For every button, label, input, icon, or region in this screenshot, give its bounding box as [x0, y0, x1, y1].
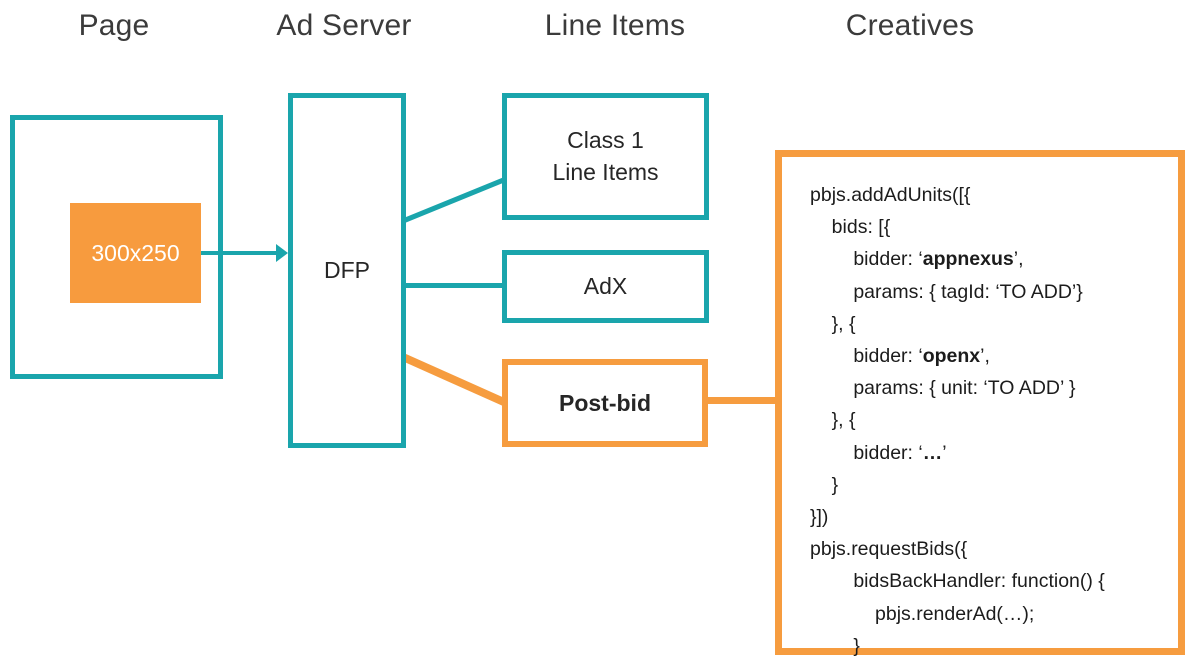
creative-code-lines: pbjs.addAdUnits([{ bids: [{ bidder: ‘app…: [810, 179, 1172, 664]
line-item-box-adx: AdX: [502, 250, 709, 323]
code-line: }: [810, 634, 860, 657]
connector-dfp-to-postbid: [400, 352, 508, 408]
connector-dfp-to-postbid-line: [401, 353, 508, 407]
code-line: params: { tagId: ‘TO ADD’}: [810, 280, 1083, 303]
code-line: pbjs.renderAd(…);: [810, 602, 1035, 625]
code-token-bold: appnexus: [922, 248, 1014, 271]
arrow-head-icon: [276, 244, 288, 262]
code-line: bidder: ‘openx’,: [810, 345, 990, 368]
connector-dfp-to-adx: [403, 283, 505, 288]
connector-postbid-to-creative-code: [704, 397, 784, 404]
code-line: bids: [{: [810, 216, 891, 239]
line-item-box-postbid: Post-bid: [502, 359, 708, 447]
code-line: }, {: [810, 409, 856, 432]
creative-slot-300x250: 300x250: [70, 203, 201, 303]
creative-code-panel: pbjs.addAdUnits([{ bids: [{ bidder: ‘app…: [775, 150, 1185, 657]
column-header-ad-server: Ad Server: [276, 9, 412, 42]
code-line: }, {: [810, 312, 856, 335]
connector-dfp-to-class1: [402, 176, 507, 224]
code-line: bidder: ‘…’: [810, 441, 947, 464]
code-line: pbjs.addAdUnits([{: [810, 184, 971, 206]
code-token-bold: …: [922, 441, 943, 464]
code-line: bidsBackHandler: function() {: [810, 570, 1105, 593]
code-line: }]): [810, 506, 829, 529]
connector-dfp-to-class1-line: [402, 176, 507, 224]
code-line: }: [810, 473, 839, 496]
code-line: pbjs.requestBids({: [810, 538, 968, 561]
code-line: bidder: ‘appnexus’,: [810, 248, 1024, 271]
column-header-page: Page: [78, 9, 150, 42]
ad-server-box-dfp: DFP: [288, 93, 406, 448]
connector-page-to-dfp: [200, 251, 284, 255]
code-token-bold: openx: [922, 345, 981, 368]
column-header-line-items: Line Items: [544, 9, 686, 42]
code-line: params: { unit: ‘TO ADD’ }: [810, 377, 1076, 400]
column-header-creatives: Creatives: [845, 9, 975, 42]
